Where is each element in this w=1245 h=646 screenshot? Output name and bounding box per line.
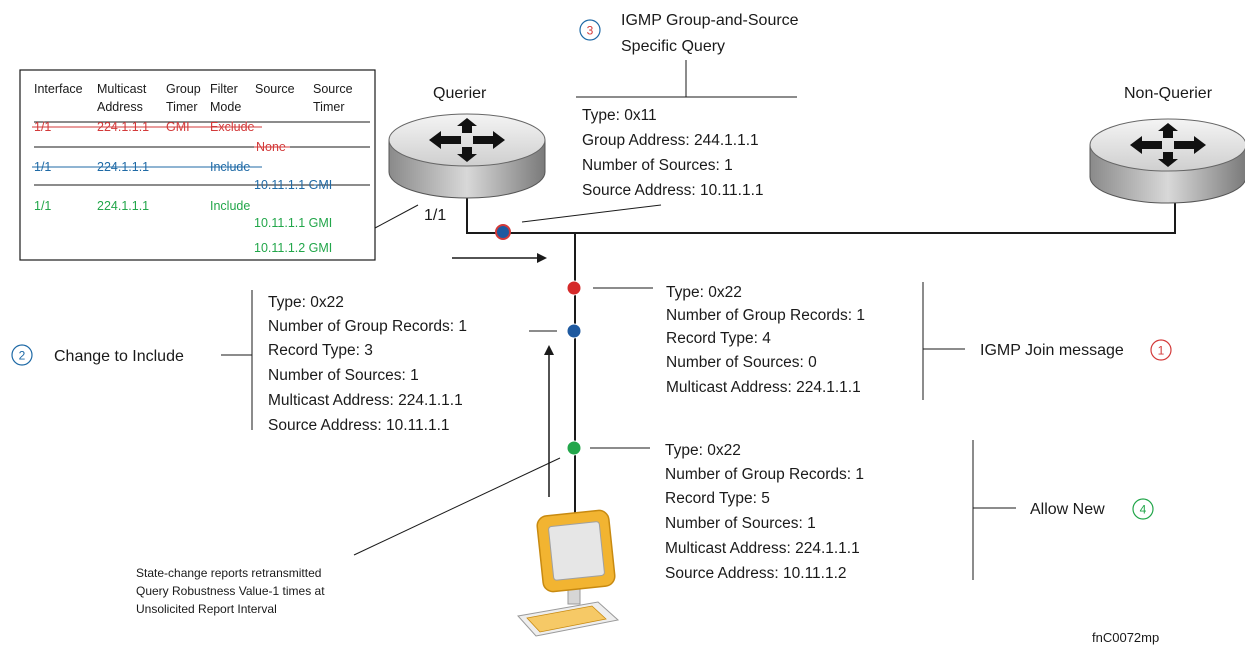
step-3-badge <box>579 19 601 41</box>
query-callout-line <box>521 204 662 223</box>
retransmit-note: State-change reports retransmitted Query… <box>136 566 328 616</box>
figure-id: fnC0072mp <box>1092 630 1159 645</box>
table-frame <box>19 69 376 261</box>
allow-line: Record Type: 5 <box>665 490 770 507</box>
table-header-interface: Interface <box>34 82 83 96</box>
row-mode: Include <box>210 199 250 213</box>
join-line: Type: 0x22 <box>666 284 742 301</box>
step-2-number: 2 <box>19 349 26 363</box>
allow-label: Allow New <box>1030 501 1105 518</box>
step-2-badge <box>11 344 33 366</box>
step-4-number: 4 <box>1140 503 1147 517</box>
join-line: Number of Sources: 0 <box>666 354 817 371</box>
non-querier-router-icon <box>1089 118 1245 204</box>
allow-line: Type: 0x22 <box>665 442 741 459</box>
table-row: 1/1 224.1.1.1 Include <box>34 199 250 213</box>
port-callout-line <box>374 204 419 229</box>
query-title: IGMP Group-and-Source Specific Query <box>621 12 803 55</box>
query-line: Number of Sources: 1 <box>582 157 733 174</box>
allow-line: Multicast Address: 224.1.1.1 <box>665 540 860 557</box>
change-line: Multicast Address: 224.1.1.1 <box>268 392 463 409</box>
join-label: IGMP Join message <box>980 342 1124 359</box>
change-line: Number of Group Records: 1 <box>268 318 467 335</box>
allow-line: Number of Sources: 1 <box>665 515 816 532</box>
table-row: 10.11.1.1 GMI <box>254 178 332 192</box>
table-row: 1/1 224.1.1.1 Include <box>32 160 262 174</box>
query-line: Source Address: 10.11.1.1 <box>582 182 764 199</box>
allow-event-dot <box>566 440 582 456</box>
note-callout-line <box>353 457 561 556</box>
table-row: None <box>254 140 290 154</box>
table-row: 1/1 224.1.1.1 GMI Exclude <box>32 120 262 134</box>
allow-line: Number of Group Records: 1 <box>665 466 864 483</box>
step-3-number: 3 <box>587 24 594 38</box>
change-event-dot <box>566 323 582 339</box>
allow-line: Source Address: 10.11.1.2 <box>665 565 847 582</box>
change-line: Number of Sources: 1 <box>268 367 419 384</box>
join-event-dot <box>566 280 582 296</box>
row-interface: 1/1 <box>34 199 51 213</box>
query-event-dot <box>495 224 511 240</box>
row-address: 224.1.1.1 <box>97 199 149 213</box>
change-line: Source Address: 10.11.1.1 <box>268 417 450 434</box>
step-1-badge <box>1150 339 1172 361</box>
change-label: Change to Include <box>54 348 184 365</box>
row-source: 10.11.1.1 GMI <box>254 216 332 230</box>
query-line: Group Address: 244.1.1.1 <box>582 132 759 149</box>
query-message: 3 IGMP Group-and-Source Specific Query T… <box>521 12 803 223</box>
join-message: Type: 0x22 Number of Group Records: 1 Re… <box>593 282 1172 400</box>
row-source: 10.11.1.2 GMI <box>254 241 332 255</box>
port-label: 1/1 <box>424 207 446 224</box>
change-to-include-message: 2 Change to Include Type: 0x22 Number of… <box>11 290 557 434</box>
network-lines <box>466 188 1176 515</box>
table-row: 10.11.1.2 GMI <box>254 241 332 255</box>
table-row: 10.11.1.1 GMI <box>254 216 332 230</box>
querier-label: Querier <box>433 85 487 102</box>
allow-new-message: Type: 0x22 Number of Group Records: 1 Re… <box>590 440 1154 582</box>
host-computer-icon <box>517 509 620 637</box>
step-4-badge <box>1132 498 1154 520</box>
step-1-number: 1 <box>1158 344 1165 358</box>
join-line: Number of Group Records: 1 <box>666 307 865 324</box>
change-line: Record Type: 3 <box>268 342 373 359</box>
table-header-source: Source <box>255 82 295 96</box>
non-querier-label: Non-Querier <box>1124 85 1213 102</box>
querier-router-icon <box>388 113 546 199</box>
row-source: 10.11.1.1 GMI <box>254 178 332 192</box>
change-line: Type: 0x22 <box>268 294 344 311</box>
join-line: Record Type: 4 <box>666 330 771 347</box>
query-line: Type: 0x11 <box>582 107 657 124</box>
join-line: Multicast Address: 224.1.1.1 <box>666 379 861 396</box>
